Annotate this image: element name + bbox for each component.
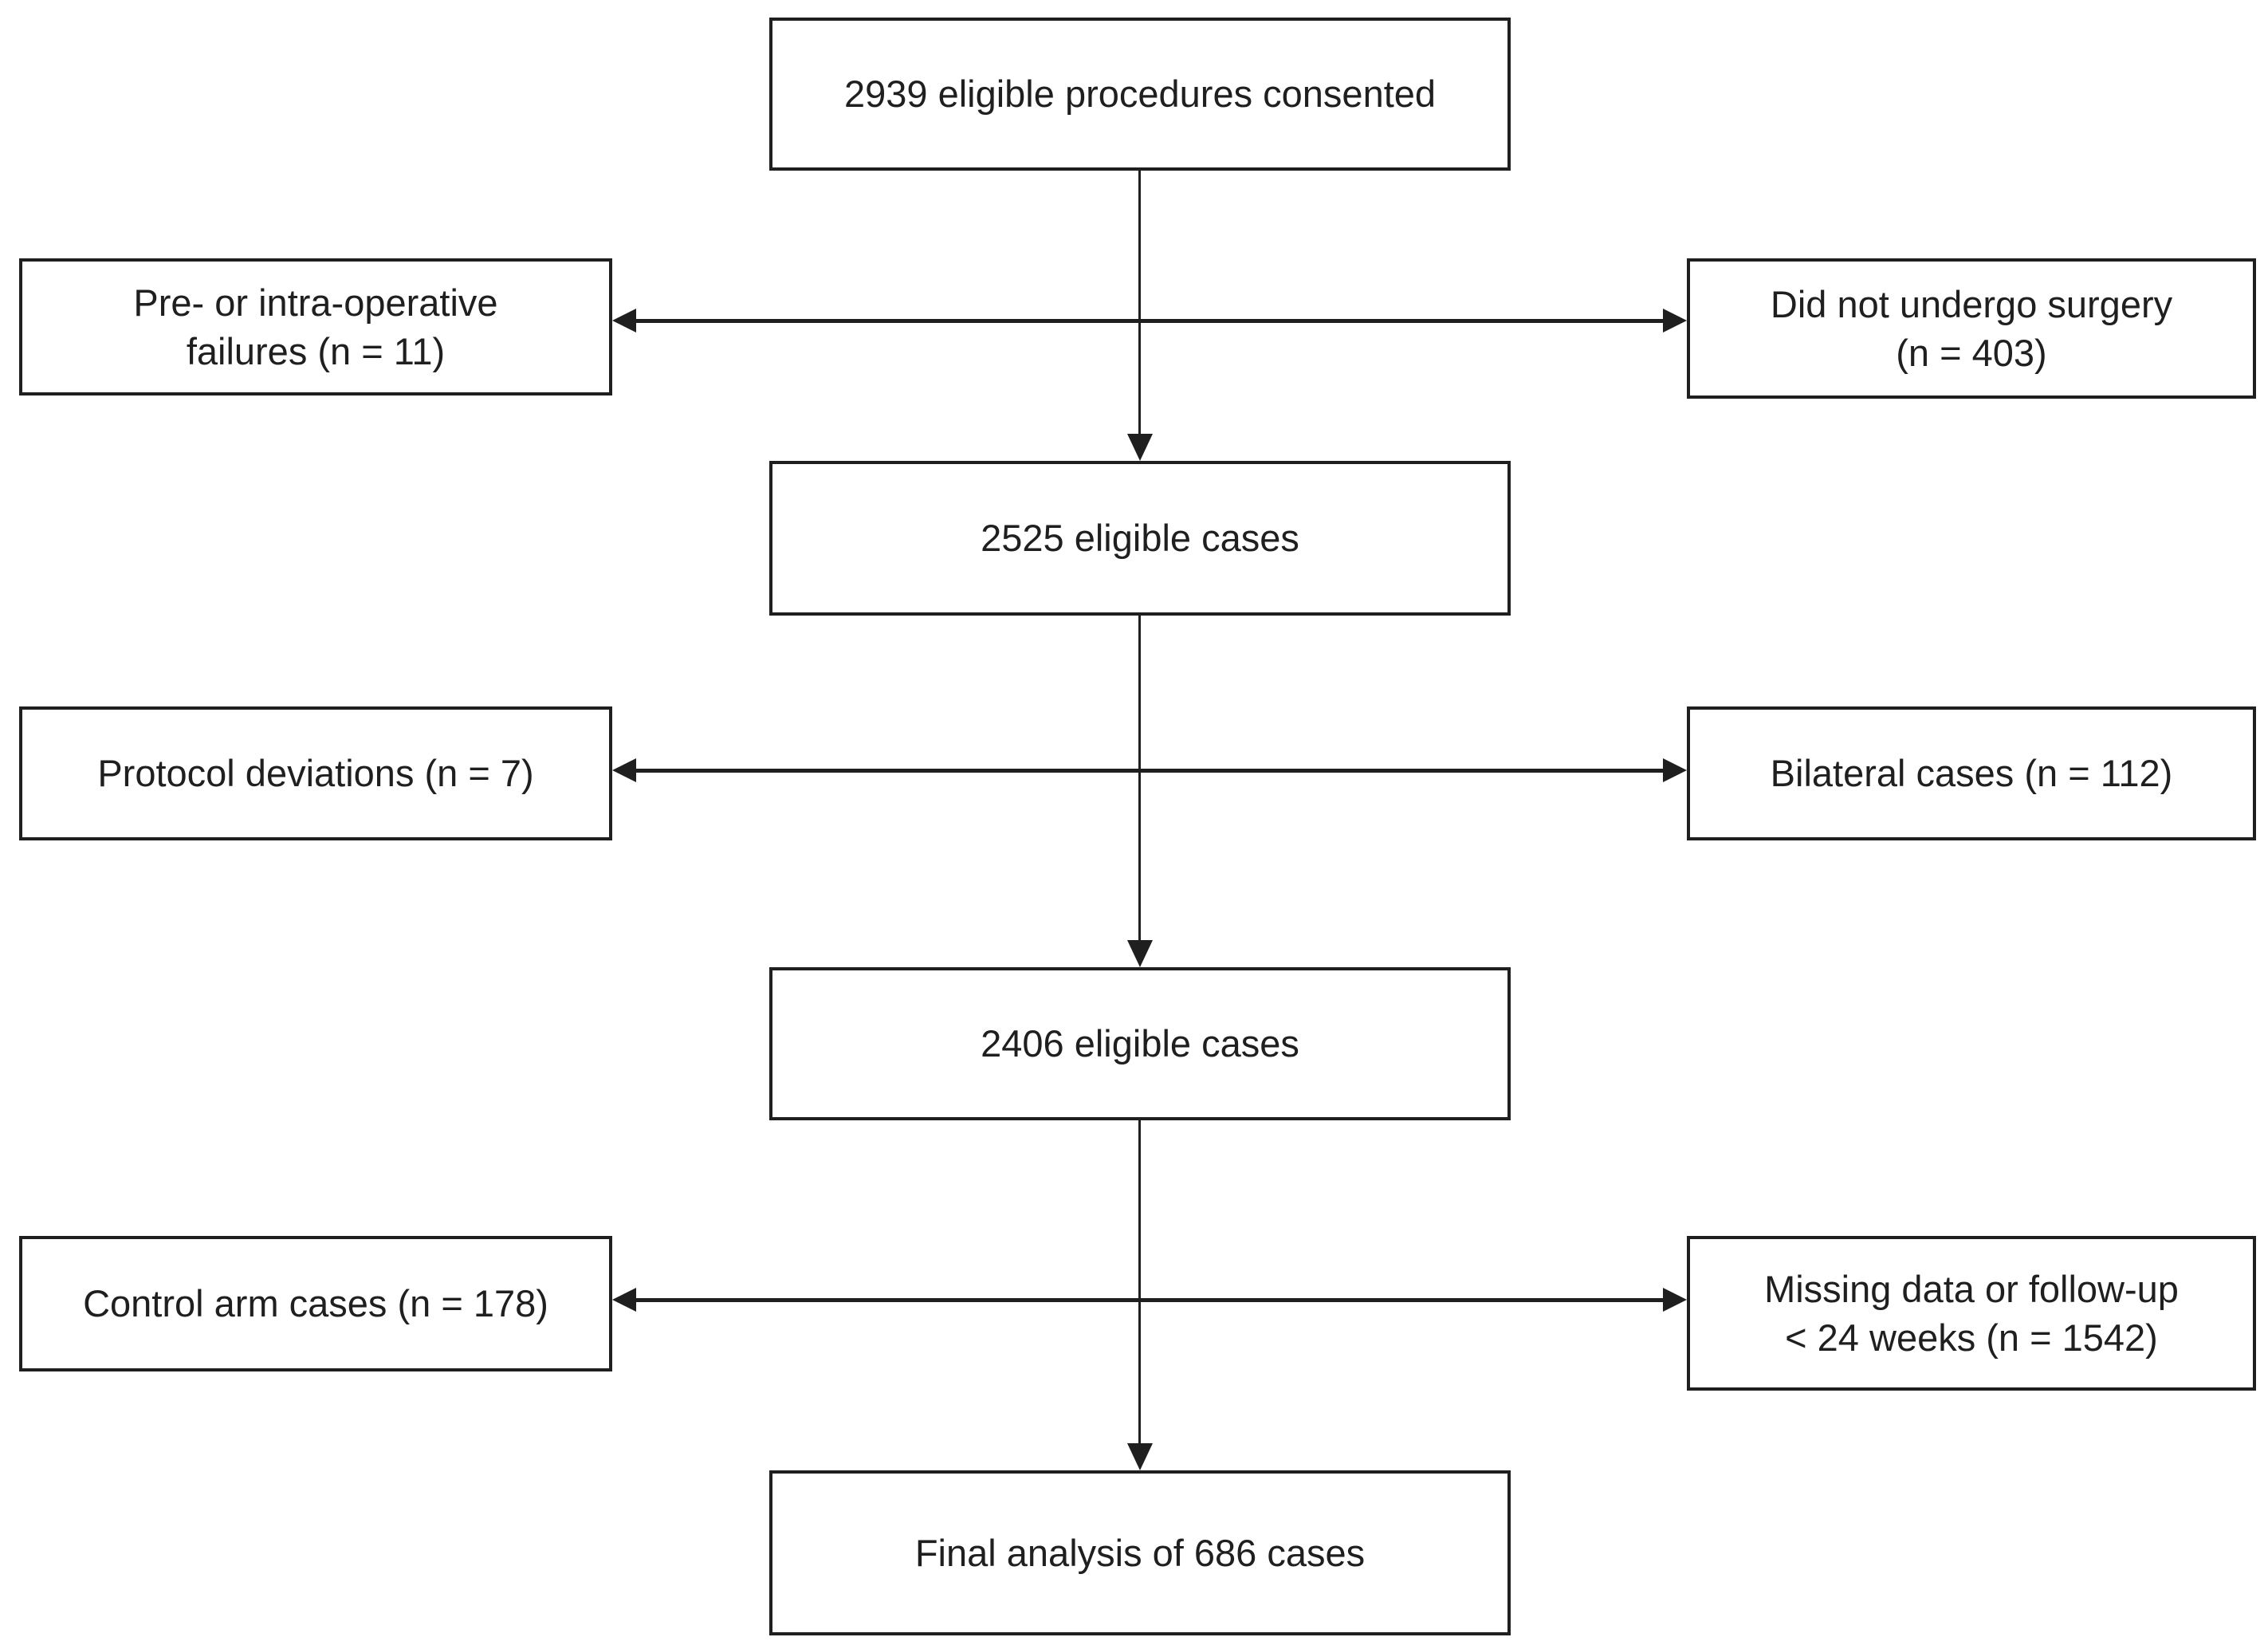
node-eligible-2406-text: 2406 eligible cases: [981, 1022, 1299, 1065]
arrow-to-pre-intra-operative-failures-head: [612, 309, 636, 333]
arrow-exclusions-row3-line: [635, 1298, 1665, 1302]
node-consented-text: 2939 eligible procedures consented: [843, 73, 1437, 116]
node-pre-intra-operative-failures-text-line2: failures (n = 11): [186, 330, 446, 372]
node-missing-data-follow-up: Missing data or follow-up < 24 weeks (n …: [1687, 1236, 2256, 1391]
node-bilateral-cases: Bilateral cases (n = 112): [1687, 706, 2256, 840]
node-control-arm-cases: Control arm cases (n = 178): [19, 1236, 612, 1371]
node-did-not-undergo-surgery-text-line1: Did not undergo surgery: [1770, 282, 2173, 325]
node-eligible-2406: 2406 eligible cases: [769, 967, 1511, 1120]
node-final-analysis: Final analysis of 686 cases: [769, 1470, 1511, 1635]
node-missing-data-follow-up-text-line2: < 24 weeks (n = 1542): [1785, 1316, 2158, 1359]
arrow-exclusions-row2-line: [635, 769, 1665, 773]
node-protocol-deviations-text: Protocol deviations (n = 7): [97, 752, 534, 795]
arrow-eligible-2525-to-eligible-2406-line: [1138, 616, 1141, 941]
arrow-eligible-2406-to-final-analysis-head: [1127, 1443, 1153, 1470]
node-pre-intra-operative-failures: Pre- or intra-operative failures (n = 11…: [19, 258, 612, 395]
node-consented: 2939 eligible procedures consented: [769, 18, 1511, 171]
node-eligible-2525-text: 2525 eligible cases: [981, 517, 1299, 560]
arrow-eligible-2406-to-final-analysis-line: [1138, 1120, 1141, 1444]
node-bilateral-cases-text: Bilateral cases (n = 112): [1770, 752, 2173, 795]
arrow-to-did-not-undergo-surgery-head: [1663, 309, 1687, 333]
node-missing-data-follow-up-text-line1: Missing data or follow-up: [1764, 1267, 2179, 1310]
arrow-consented-to-eligible-2525-line: [1138, 171, 1141, 435]
node-protocol-deviations: Protocol deviations (n = 7): [19, 706, 612, 840]
arrow-exclusions-row1-line: [635, 319, 1665, 323]
arrow-to-protocol-deviations-head: [612, 758, 636, 782]
node-did-not-undergo-surgery: Did not undergo surgery (n = 403): [1687, 258, 2256, 399]
arrow-to-missing-data-follow-up-head: [1663, 1288, 1687, 1312]
node-final-analysis-text: Final analysis of 686 cases: [914, 1531, 1366, 1574]
node-did-not-undergo-surgery-text-line2: (n = 403): [1896, 332, 2047, 374]
arrow-consented-to-eligible-2525-head: [1127, 434, 1153, 461]
node-eligible-2525: 2525 eligible cases: [769, 461, 1511, 616]
arrow-to-control-arm-cases-head: [612, 1288, 636, 1312]
node-control-arm-cases-text: Control arm cases (n = 178): [83, 1282, 548, 1325]
node-pre-intra-operative-failures-text-line1: Pre- or intra-operative: [133, 281, 498, 324]
arrow-to-bilateral-cases-head: [1663, 758, 1687, 782]
arrow-eligible-2525-to-eligible-2406-head: [1127, 940, 1153, 967]
